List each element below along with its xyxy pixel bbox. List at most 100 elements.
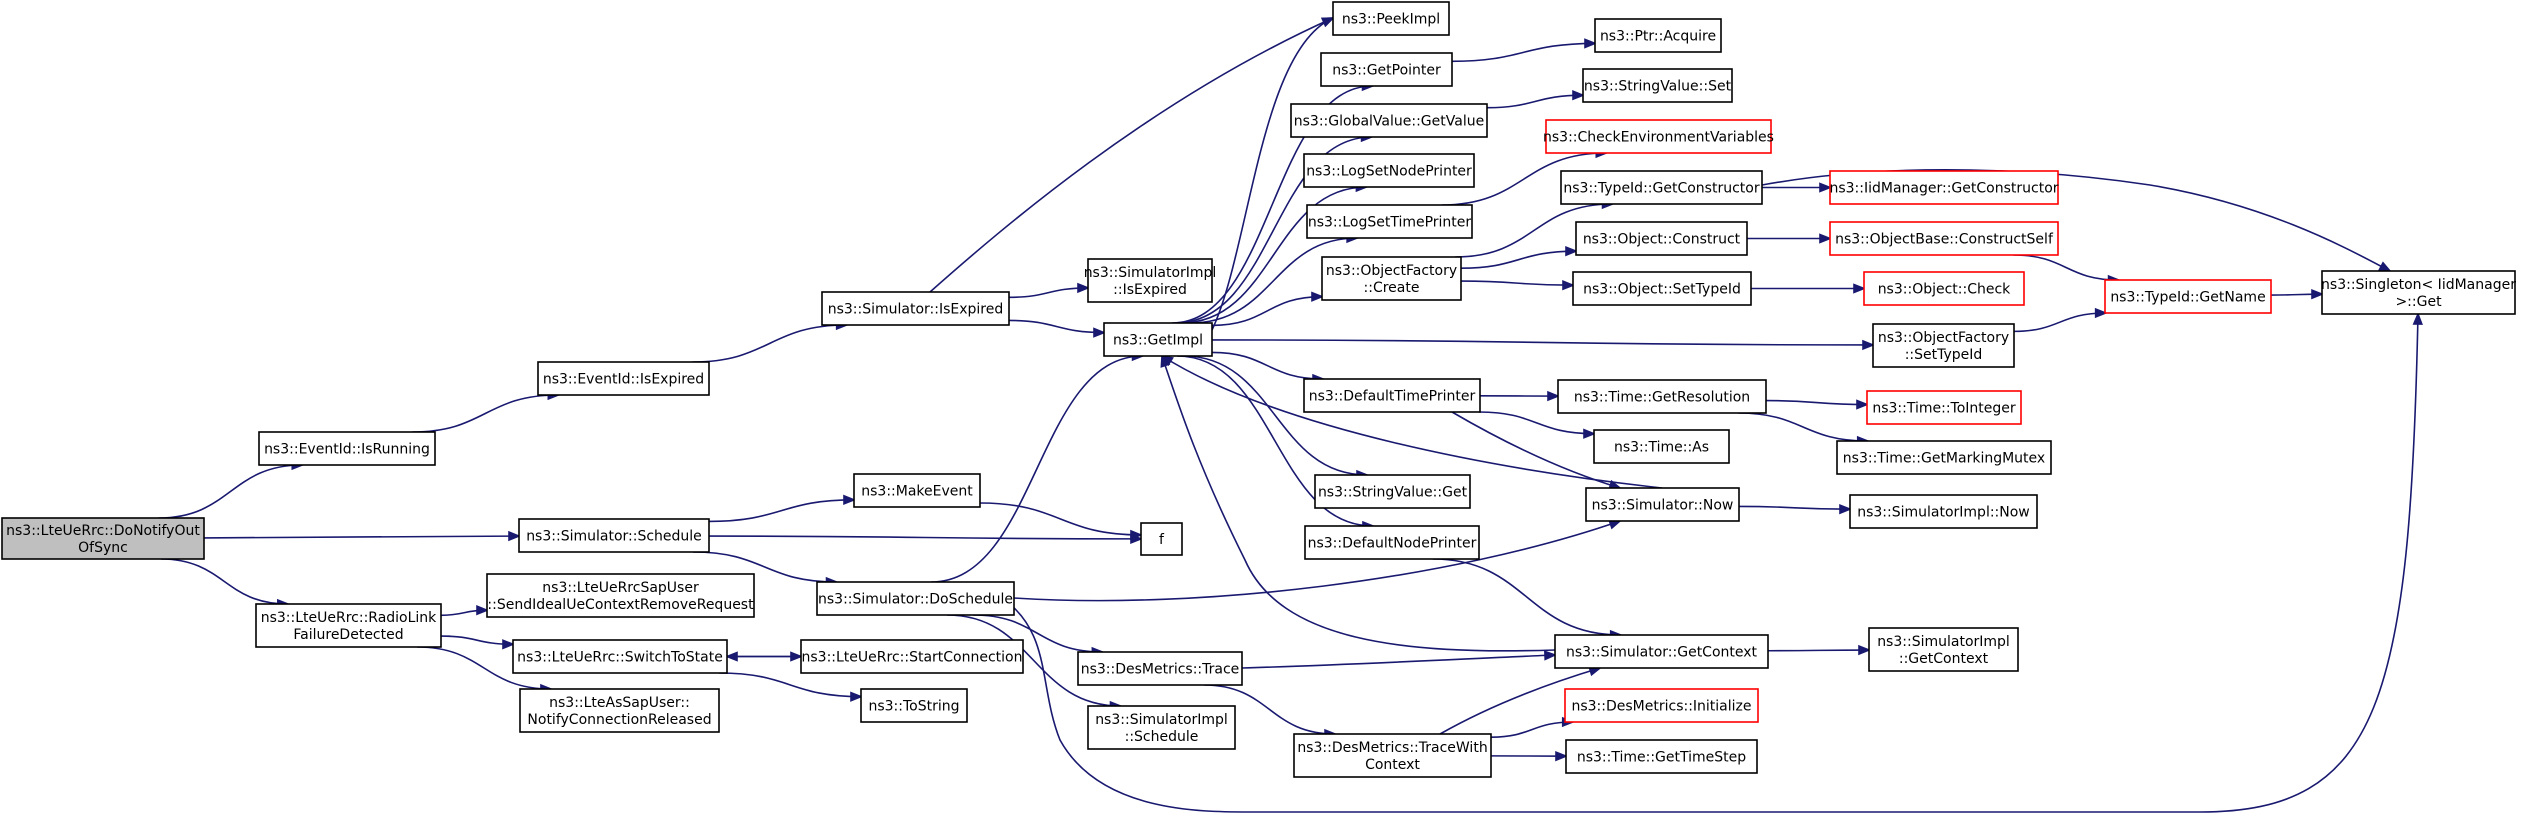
node-f[interactable]: f: [1140, 522, 1183, 556]
node-isRunning[interactable]: ns3::EventId::IsRunning: [258, 431, 436, 466]
node-getImpl[interactable]: ns3::GetImpl: [1103, 322, 1213, 357]
node-label: ns3::CheckEnvironmentVariables: [1543, 130, 1774, 146]
node-label: ns3::TypeId::GetConstructor: [1563, 181, 1759, 197]
node-startConn[interactable]: ns3::LteUeRrc::StartConnection: [800, 639, 1024, 674]
node-box: [1290, 103, 1488, 138]
node-logNode[interactable]: ns3::LogSetNodePrinter: [1303, 153, 1475, 188]
edge-ofCreate-to-objConstruct: [1460, 245, 1579, 270]
node-box: [1565, 739, 1758, 774]
node-label: ns3::DesMetrics::TraceWith: [1297, 740, 1487, 756]
edge-line: [1161, 355, 1663, 489]
node-box: [1087, 258, 1213, 303]
node-getPointer[interactable]: ns3::GetPointer: [1320, 52, 1453, 87]
edge-line: [417, 646, 551, 690]
node-gvGet[interactable]: ns3::GlobalValue::GetValue: [1290, 103, 1488, 138]
node-doSchedule[interactable]: ns3::Simulator::DoSchedule: [816, 581, 1015, 616]
node-box: [1140, 522, 1183, 556]
node-tidCtor[interactable]: ns3::TypeId::GetConstructor: [1560, 170, 1763, 205]
node-implNow[interactable]: ns3::SimulatorImpl::Now: [1849, 494, 2038, 529]
node-asRelease[interactable]: ns3::LteAsSapUser::NotifyConnectionRelea…: [519, 688, 720, 733]
node-getRes[interactable]: ns3::Time::GetResolution: [1557, 379, 1767, 414]
node-peekImpl[interactable]: ns3::PeekImpl: [1332, 1, 1450, 36]
node-box: [1594, 18, 1722, 53]
node-objConstruct[interactable]: ns3::Object::Construct: [1575, 221, 1748, 256]
node-box: [1545, 119, 1772, 154]
node-logTime[interactable]: ns3::LogSetTimePrinter: [1306, 204, 1473, 239]
arrow-head: [1077, 282, 1091, 294]
node-box: [1557, 379, 1767, 414]
node-box: [821, 291, 1010, 326]
arrow-head: [2378, 261, 2392, 273]
node-box: [1, 517, 205, 560]
node-checkEnv[interactable]: ns3::CheckEnvironmentVariables: [1543, 119, 1774, 154]
node-implSchedule[interactable]: ns3::SimulatorImpl::Schedule: [1087, 705, 1236, 750]
edge-line: [1460, 280, 1574, 287]
node-defNode[interactable]: ns3::DefaultNodePrinter: [1304, 525, 1480, 560]
node-label: ns3::Simulator::Schedule: [526, 529, 702, 545]
node-label: f: [1159, 532, 1165, 548]
arrow-head: [1321, 17, 1335, 28]
edge-line: [1486, 94, 1584, 109]
node-box: [1575, 221, 1748, 256]
edge-line: [973, 614, 1103, 653]
node-schedule[interactable]: ns3::Simulator::Schedule: [518, 518, 710, 553]
node-iidCtor[interactable]: ns3::IidManager::GetConstructor: [1829, 170, 2059, 205]
node-tidGetName[interactable]: ns3::TypeId::GetName: [2104, 279, 2272, 314]
node-box: [1872, 323, 2015, 368]
node-desInit[interactable]: ns3::DesMetrics::Initialize: [1564, 688, 1759, 723]
node-label: ns3::GetImpl: [1113, 333, 1203, 349]
node-toInteger[interactable]: ns3::Time::ToInteger: [1866, 390, 2022, 425]
edge-line: [1177, 355, 1373, 527]
node-box: [800, 639, 1024, 674]
edge-line: [1180, 186, 1367, 324]
node-defTime[interactable]: ns3::DefaultTimePrinter: [1303, 378, 1481, 413]
node-objCheck[interactable]: ns3::Object::Check: [1863, 271, 2025, 306]
node-simNow[interactable]: ns3::Simulator::Now: [1585, 487, 1740, 522]
node-objSetTid[interactable]: ns3::Object::SetTypeId: [1572, 271, 1752, 306]
node-switchState[interactable]: ns3::LteUeRrc::SwitchToState: [512, 639, 728, 674]
node-singleton[interactable]: ns3::Singleton< IidManager >::Get: [2321, 270, 2516, 315]
node-simExpired[interactable]: ns3::Simulator::IsExpired: [821, 291, 1010, 326]
edge-simExpired-to-getImpl: [1008, 319, 1107, 338]
node-box: [2321, 270, 2516, 315]
node-implExpired[interactable]: ns3::SimulatorImpl::IsExpired: [1084, 258, 1217, 303]
edge-line: [1008, 287, 1089, 299]
node-svGet[interactable]: ns3::StringValue::Get: [1314, 474, 1471, 509]
node-box: [512, 639, 728, 674]
edge-line: [1738, 412, 1868, 442]
edge-defTime-to-getRes: [1479, 390, 1561, 402]
node-toString[interactable]: ns3::ToString: [860, 688, 968, 723]
arrow-head: [1584, 38, 1598, 49]
node-svSet[interactable]: ns3::StringValue::Set: [1582, 68, 1733, 103]
edge-eidExpired-to-simExpired: [692, 319, 849, 363]
node-box: [1572, 271, 1752, 306]
node-sapRemove[interactable]: ns3::LteUeRrcSapUser::SendIdealUeContext…: [486, 573, 755, 618]
node-timeStep[interactable]: ns3::Time::GetTimeStep: [1565, 739, 1758, 774]
edge-defNode-to-simGetCtx: [1432, 558, 1623, 641]
node-eidExpired[interactable]: ns3::EventId::IsExpired: [537, 361, 710, 396]
node-ptrAcquire[interactable]: ns3::Ptr::Acquire: [1594, 18, 1722, 53]
node-implGetCtx[interactable]: ns3::SimulatorImpl::GetContext: [1868, 627, 2019, 672]
node-desTrace[interactable]: ns3::DesMetrics::Trace: [1077, 651, 1243, 686]
arrow-head: [476, 605, 490, 616]
node-label: ns3::Object::SetTypeId: [1583, 282, 1741, 298]
node-label: ns3::ObjectFactory: [1326, 263, 1457, 279]
edge-schedule-to-makeEvent: [708, 494, 857, 523]
node-ofSetTid[interactable]: ns3::ObjectFactory::SetTypeId: [1872, 323, 2015, 368]
edge-tidGetName-to-singleton: [2270, 288, 2325, 300]
node-markMutex[interactable]: ns3::Time::GetMarkingMutex: [1836, 440, 2052, 475]
node-label: ns3::Time::GetMarkingMutex: [1843, 451, 2045, 467]
node-makeEvent[interactable]: ns3::MakeEvent: [853, 473, 981, 508]
node-label: ns3::LteUeRrc::StartConnection: [802, 650, 1023, 666]
node-obConstructSelf[interactable]: ns3::ObjectBase::ConstructSelf: [1829, 221, 2059, 256]
edge-ofSetTid-to-tidGetName: [2013, 307, 2108, 333]
node-timeAs[interactable]: ns3::Time::As: [1593, 429, 1730, 464]
node-simGetCtx[interactable]: ns3::Simulator::GetContext: [1554, 634, 1769, 669]
node-box: [1829, 170, 2059, 205]
edge-line: [1441, 152, 1607, 206]
node-ofCreate[interactable]: ns3::ObjectFactory::Create: [1321, 256, 1462, 301]
